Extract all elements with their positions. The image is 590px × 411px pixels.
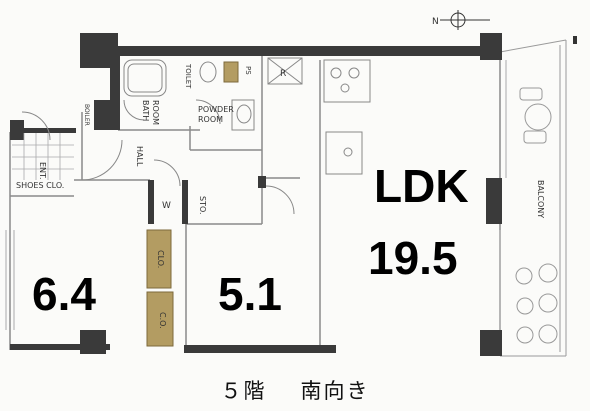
windows [5,60,507,330]
closet-a-label: CLO. [156,250,165,268]
ldk-label: LDK [374,160,469,212]
balcony-post [573,36,577,44]
balcony-furniture [515,87,558,344]
orientation: 南向き [300,379,370,403]
toilet-label: TOILET [184,63,192,89]
bathroom-label-line2: ROOM [151,100,160,125]
balcony-label: BALCONY [536,180,545,218]
hall-label: HALL [135,146,144,167]
entrance-tiles [12,133,74,180]
powder-room-label-line1: POWDER [198,105,234,114]
structural-walls [10,33,502,356]
storage-label: STO. [198,196,207,214]
boiler-label: BOILER [83,104,90,126]
floor-caption: ５階 南向き [0,373,590,407]
bathroom-label-line1: BATH [141,100,150,121]
western-room-a-size: 6.4 [32,268,96,320]
western-room-b-size: 5.1 [218,268,282,320]
compass-north-label: N [432,17,439,27]
entrance-label: ENT. [38,162,47,180]
compass-icon: N [432,10,490,30]
washer-label: W [162,201,171,211]
powder-room-label-line2: ROOM [198,115,223,124]
shoes-closet-label: SHOES CLO. [16,181,64,190]
closets [146,61,239,347]
refrigerator-label: R [280,69,286,79]
bathroom-fixtures [123,59,255,131]
kitchen-fixtures [267,57,371,175]
balcony-area [499,39,567,357]
pipe-space-label: PS [244,66,252,75]
floor-number: ５階 [220,379,267,403]
ldk-size: 19.5 [368,232,458,284]
doors [21,99,295,215]
closet-b-label: C.O. [158,312,167,329]
